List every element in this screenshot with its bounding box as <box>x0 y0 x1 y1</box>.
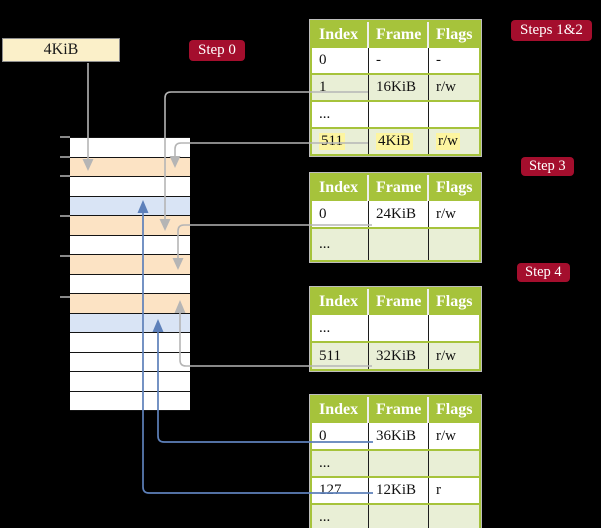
header-frame: Frame <box>369 175 429 201</box>
cell-index: 127 <box>312 478 369 503</box>
cell-index: ... <box>312 102 369 127</box>
memory-frame-free <box>70 391 190 411</box>
cell-frame: 32KiB <box>369 343 429 369</box>
table-header: Index Frame Flags <box>312 22 479 48</box>
cell-index: ... <box>312 315 369 341</box>
table-row: 0 24KiB r/w <box>312 201 479 227</box>
page-table-step-3: Index Frame Flags 0 24KiB r/w ... <box>310 173 481 262</box>
header-index: Index <box>312 22 369 48</box>
highlighted-value: 511 <box>319 133 345 150</box>
cell-flags: - <box>436 52 441 68</box>
cell-flags <box>429 505 479 528</box>
memory-frame-table <box>70 157 190 177</box>
table-header: Index Frame Flags <box>312 397 479 423</box>
memory-tick <box>60 296 70 298</box>
table-row-highlighted: 511 4KiB r/w <box>312 127 479 154</box>
memory-frame-free <box>70 274 190 294</box>
header-frame: Frame <box>369 397 429 423</box>
header-flags: Flags <box>436 401 473 418</box>
cell-index: 0 <box>312 201 369 227</box>
cell-frame <box>369 451 429 476</box>
cell-flags <box>429 229 479 260</box>
cell-frame <box>369 505 429 528</box>
frame-size-label: 4KiB <box>43 41 79 58</box>
cell-flags: r/w <box>429 129 479 154</box>
badge-step-0: Step 0 <box>189 40 245 61</box>
cell-frame <box>369 229 429 260</box>
memory-frame-table <box>70 294 190 314</box>
table-row: 1 16KiB r/w <box>312 73 479 100</box>
header-frame: Frame <box>369 289 429 315</box>
table-row: 0 36KiB r/w <box>312 423 479 449</box>
badge-step-3: Step 3 <box>521 157 574 176</box>
header-flags: Flags <box>436 293 473 310</box>
memory-tick <box>60 156 70 158</box>
table-row: ... <box>312 100 479 127</box>
memory-frame-free <box>70 352 190 372</box>
cell-index: ... <box>312 505 369 528</box>
badge-step-4: Step 4 <box>517 263 570 282</box>
cell-frame <box>369 315 429 341</box>
header-index: Index <box>312 289 369 315</box>
memory-frame-free <box>70 333 190 353</box>
memory-tick <box>60 215 70 217</box>
memory-frame-table <box>70 255 190 275</box>
table-header: Index Frame Flags <box>312 289 479 315</box>
memory-tick <box>60 255 70 257</box>
frame-size-box: 4KiB <box>2 38 120 62</box>
memory-tick <box>60 175 70 177</box>
cell-flags <box>429 315 479 341</box>
cell-index: ... <box>312 451 369 476</box>
cell-index: 0 <box>312 48 369 73</box>
memory-frame-data <box>70 313 190 333</box>
table-row: 0 - - <box>312 48 479 73</box>
cell-frame: 24KiB <box>369 201 429 227</box>
cell-frame: 16KiB <box>369 75 429 100</box>
header-flags: Flags <box>436 26 473 43</box>
cell-flags <box>429 451 479 476</box>
cell-index: 1 <box>312 75 369 100</box>
header-index: Index <box>312 397 369 423</box>
table-row: ... <box>312 503 479 528</box>
page-table-final: Index Frame Flags 0 36KiB r/w ... 127 12… <box>310 395 481 528</box>
table-row: 127 12KiB r <box>312 476 479 503</box>
memory-frame-free <box>70 138 190 158</box>
header-frame: Frame <box>369 22 429 48</box>
memory-frame-free <box>70 177 190 197</box>
header-index: Index <box>312 175 369 201</box>
highlighted-value: 4KiB <box>376 133 413 150</box>
cell-frame: 36KiB <box>369 423 429 449</box>
memory-frame-free <box>70 235 190 255</box>
table-row: 511 32KiB r/w <box>312 341 479 369</box>
cell-flags: r/w <box>436 427 456 444</box>
highlighted-value: r/w <box>436 133 460 150</box>
memory-frame-data <box>70 196 190 216</box>
cell-frame: 4KiB <box>369 129 429 154</box>
cell-frame <box>369 102 429 127</box>
cell-flags: r <box>436 482 441 498</box>
table-row: ... <box>312 449 479 476</box>
memory-frame-free <box>70 372 190 392</box>
cell-frame: - <box>369 48 429 73</box>
cell-index: 0 <box>312 423 369 449</box>
table-header: Index Frame Flags <box>312 175 479 201</box>
cell-frame: 12KiB <box>369 478 429 503</box>
page-table-step-4: Index Frame Flags ... 511 32KiB r/w <box>310 287 481 371</box>
physical-memory-stack <box>70 137 190 411</box>
cell-flags <box>429 102 479 127</box>
cell-index: ... <box>312 229 369 260</box>
cell-index: 511 <box>312 343 369 369</box>
cell-index: 511 <box>312 129 369 154</box>
table-row: ... <box>312 227 479 260</box>
table-row: ... <box>312 315 479 341</box>
cell-flags: r/w <box>436 205 456 222</box>
cell-flags: r/w <box>436 347 456 364</box>
cell-flags: r/w <box>436 79 456 95</box>
memory-tick <box>60 136 70 138</box>
badge-steps-1-2: Steps 1&2 <box>511 20 592 41</box>
header-flags: Flags <box>436 179 473 196</box>
memory-frame-table <box>70 216 190 236</box>
page-table-steps-1-2: Index Frame Flags 0 - - 1 16KiB r/w ... … <box>310 20 481 156</box>
